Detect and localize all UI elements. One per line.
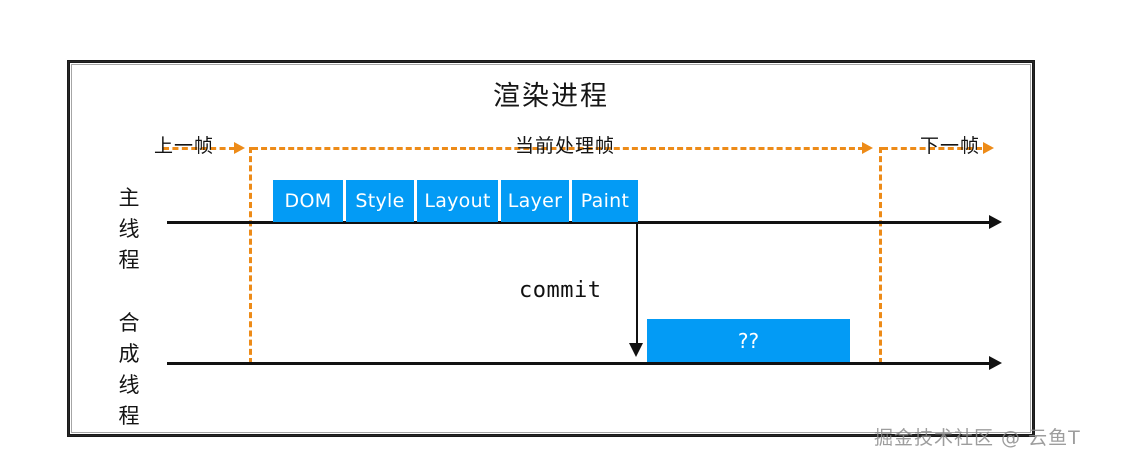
frame-boundary-right-dashed-line (879, 147, 882, 364)
main-thread-axis-arrow-icon (989, 215, 1002, 229)
lane-label-char: 程 (118, 248, 140, 272)
compositor-task-box[interactable]: ?? (647, 319, 850, 362)
previous-frame-arrow-icon (234, 142, 245, 154)
lane-label-char: 成 (118, 342, 140, 366)
lane-label-char: 主 (118, 186, 140, 210)
render-process-frame (67, 60, 1035, 437)
stage-box-layout[interactable]: Layout (417, 180, 498, 222)
lane-label-main-thread: 主 线 程 (112, 183, 146, 276)
next-frame-label: 下一帧 (920, 135, 981, 157)
frame-boundary-left-dashed-line (249, 147, 252, 364)
lane-label-char: 程 (118, 404, 140, 428)
stage-box-layer[interactable]: Layer (501, 180, 569, 222)
stage-box-dom[interactable]: DOM (273, 180, 343, 222)
lane-label-char: 线 (118, 217, 140, 241)
main-thread-stage-row: DOM Style Layout Layer Paint (273, 180, 638, 222)
commit-arrow-head-icon (629, 343, 643, 357)
next-frame-arrow-icon (983, 142, 994, 154)
watermark: 掘金技术社区 @ 云鱼T (874, 427, 1081, 449)
lane-label-char: 合 (118, 311, 140, 335)
previous-frame-dashed-segment (163, 147, 235, 150)
main-thread-timeline-axis (167, 221, 991, 224)
compositor-thread-timeline-axis (167, 362, 991, 365)
stage-box-paint[interactable]: Paint (572, 180, 638, 222)
compositor-thread-axis-arrow-icon (989, 356, 1002, 370)
previous-frame-label: 上一帧 (154, 135, 215, 157)
stage-box-style[interactable]: Style (346, 180, 414, 222)
lane-label-compositor-thread: 合 成 线 程 (112, 308, 146, 432)
current-frame-dashed-segment (252, 147, 864, 150)
commit-label: commit (519, 278, 602, 303)
current-frame-arrow-icon (862, 142, 873, 154)
current-frame-label: 当前处理帧 (515, 135, 616, 157)
next-frame-dashed-segment (882, 147, 982, 150)
commit-arrow-line (636, 222, 638, 346)
lane-label-char: 线 (118, 373, 140, 397)
page-title: 渲染进程 (493, 81, 609, 112)
